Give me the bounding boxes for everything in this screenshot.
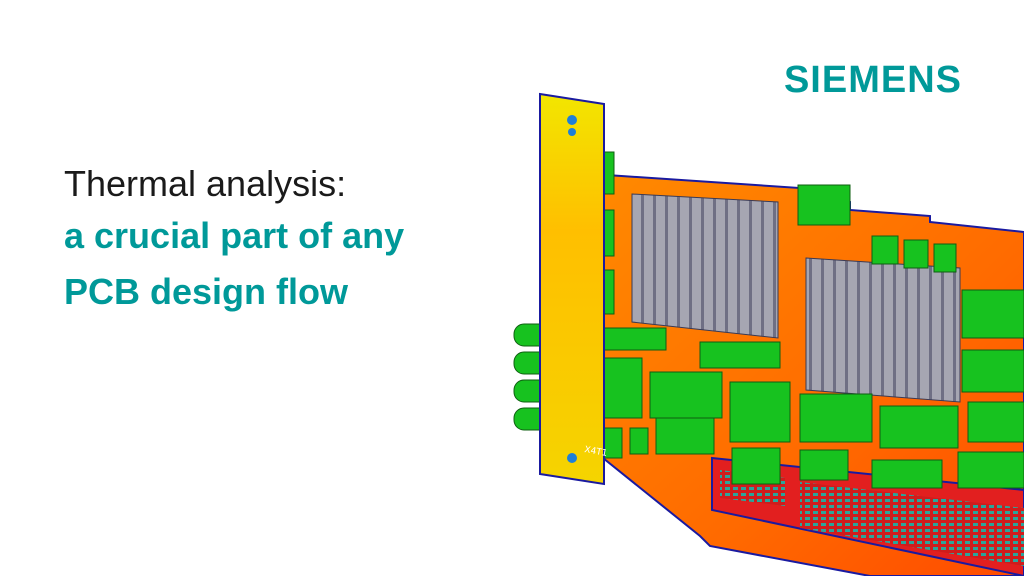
headline: Thermal analysis: a crucial part of any … <box>64 160 504 320</box>
board-label: X4T1 <box>583 445 608 459</box>
headline-line-2: a crucial part of any <box>64 215 405 256</box>
headline-line-1: Thermal analysis: <box>64 163 347 204</box>
pcb-thermal-image: X4T1 <box>513 92 1024 576</box>
siemens-logo: SIEMENS <box>783 59 962 101</box>
heat-sink <box>631 193 961 403</box>
headline-line-3: PCB design flow <box>64 271 349 312</box>
mounting-bracket <box>539 92 605 486</box>
